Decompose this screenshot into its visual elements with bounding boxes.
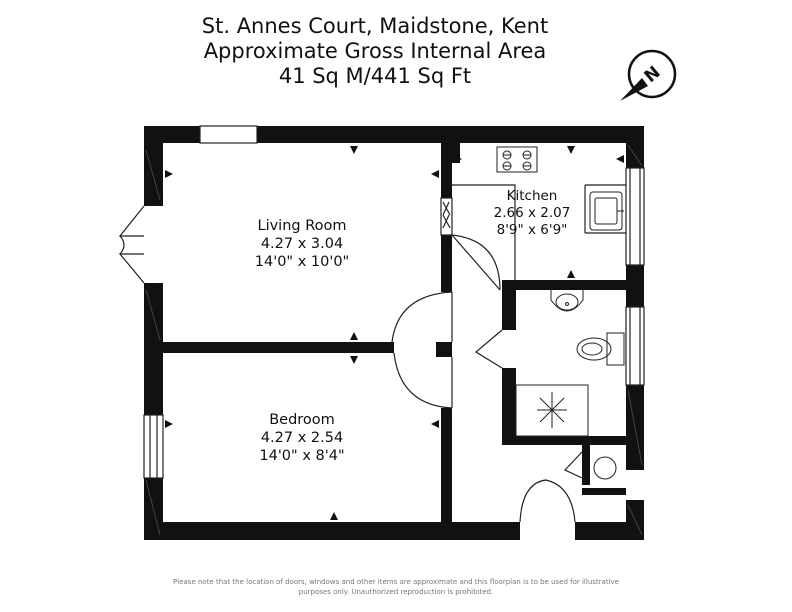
cupboard-bottom-wall bbox=[582, 488, 626, 495]
basin-icon bbox=[550, 290, 584, 312]
living-kitchen-wall bbox=[441, 143, 452, 198]
cupboard-door bbox=[563, 451, 583, 479]
boiler-icon bbox=[593, 456, 617, 480]
bath-bottom-wall bbox=[502, 436, 626, 445]
hob-icon bbox=[496, 146, 538, 173]
room-living: Living Room 4.27 x 3.04 14'0" x 10'0" bbox=[255, 218, 349, 270]
kitchen-imperial: 8'9" x 6'9" bbox=[497, 222, 568, 238]
address-title: St. Annes Court, Maidstone, Kent bbox=[201, 14, 549, 38]
disclaimer-note: Please note that the location of doors, … bbox=[150, 577, 642, 597]
doors bbox=[391, 197, 583, 523]
bedroom-imperial: 14'0" x 8'4" bbox=[259, 448, 344, 464]
living-door-swing bbox=[451, 234, 501, 291]
living-room-name: Living Room bbox=[257, 218, 346, 234]
left-wall-upper bbox=[144, 126, 163, 206]
top-wall bbox=[144, 126, 644, 143]
kitchen-metric: 2.66 x 2.07 bbox=[494, 205, 571, 221]
bedroom-name: Bedroom bbox=[269, 412, 335, 428]
wall-stub bbox=[436, 342, 452, 357]
french-door bbox=[118, 205, 145, 284]
living-window bbox=[199, 125, 258, 144]
bedroom-window bbox=[143, 414, 164, 479]
area-value: 41 Sq M/441 Sq Ft bbox=[278, 64, 472, 88]
bedroom-right-wall bbox=[441, 408, 452, 522]
kitchen-bath-wall bbox=[502, 280, 626, 290]
bedroom-metric: 4.27 x 2.54 bbox=[261, 430, 343, 446]
toilet-icon bbox=[576, 332, 625, 366]
wall-hatching bbox=[145, 144, 643, 536]
living-room-imperial: 14'0" x 10'0" bbox=[255, 254, 349, 270]
plan-title: St. Annes Court, Maidstone, Kent Approxi… bbox=[150, 14, 600, 89]
sink-icon bbox=[589, 191, 624, 231]
room-bedroom: Bedroom 4.27 x 2.54 14'0" x 8'4" bbox=[259, 412, 344, 464]
right-wall-mid bbox=[626, 265, 644, 307]
living-bedroom-wall bbox=[144, 342, 394, 353]
kitchen-name: Kitchen bbox=[507, 188, 558, 204]
bottom-right-wall bbox=[575, 522, 644, 540]
north-arrow-icon: N bbox=[620, 49, 677, 101]
bottom-wall bbox=[144, 522, 520, 540]
disclaimer-line-1: Please note that the location of doors, … bbox=[173, 578, 619, 586]
cupboard-wall bbox=[582, 445, 590, 485]
living-kitchen-wall-lower bbox=[441, 235, 452, 292]
disclaimer-line-2: purposes only. Unauthorized reproduction… bbox=[298, 588, 494, 596]
living-door bbox=[451, 234, 501, 291]
shower-tray-icon bbox=[515, 384, 589, 437]
hall-door-swing-up bbox=[391, 291, 453, 343]
room-kitchen: Kitchen 2.66 x 2.07 8'9" x 6'9" bbox=[494, 188, 571, 238]
bath-window bbox=[625, 306, 645, 386]
living-room-metric: 4.27 x 3.04 bbox=[261, 236, 343, 252]
bedroom-door-swing bbox=[393, 352, 453, 409]
windows bbox=[143, 125, 645, 479]
kitchen-units bbox=[452, 184, 626, 280]
bath-left-wall-top bbox=[502, 290, 516, 330]
walls bbox=[144, 126, 644, 540]
entrance-door bbox=[519, 479, 576, 523]
bath-left-wall-low bbox=[502, 368, 516, 443]
area-caption: Approximate Gross Internal Area bbox=[203, 39, 547, 63]
kitchen-corner bbox=[452, 143, 460, 163]
dimension-markers bbox=[165, 146, 624, 520]
bathroom-door bbox=[474, 329, 503, 369]
kitchen-window bbox=[625, 167, 645, 266]
